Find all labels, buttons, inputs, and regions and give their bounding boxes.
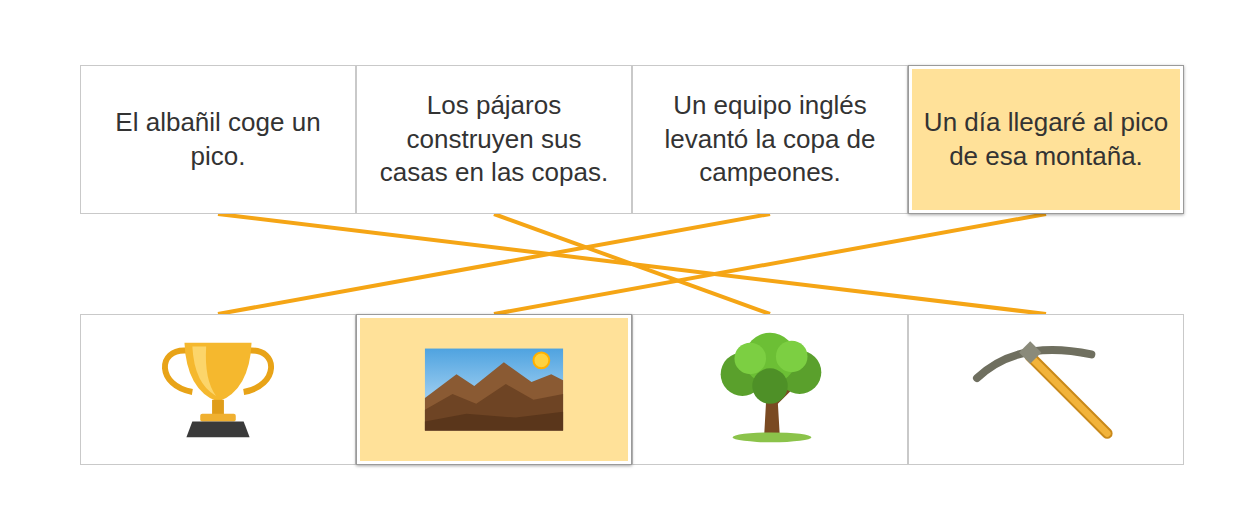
match-line [494,214,770,314]
trophy-picture [81,315,355,464]
tree-picture [633,315,907,464]
sentence-text: Un día llegaré al pico de esa montaña. [909,96,1183,184]
picture-card [632,314,908,465]
picture-card [908,314,1184,465]
sentence-card: Los pájaros construyen sus casas en las … [356,65,632,214]
sentence-text: Los pájaros construyen sus casas en las … [357,79,631,200]
pickaxe-picture [909,315,1183,464]
sentence-card: Un día llegaré al pico de esa montaña. [908,65,1184,214]
picture-card [80,314,356,465]
sentence-text: Un equipo inglés levantó la copa de camp… [633,79,907,200]
sentence-text: El albañil coge un pico. [81,96,355,184]
sentence-card: Un equipo inglés levantó la copa de camp… [632,65,908,214]
match-line [218,214,770,314]
match-line [494,214,1046,314]
mountain-picture [357,315,631,464]
picture-card [356,314,632,465]
match-line [218,214,1046,314]
sentence-card: El albañil coge un pico. [80,65,356,214]
